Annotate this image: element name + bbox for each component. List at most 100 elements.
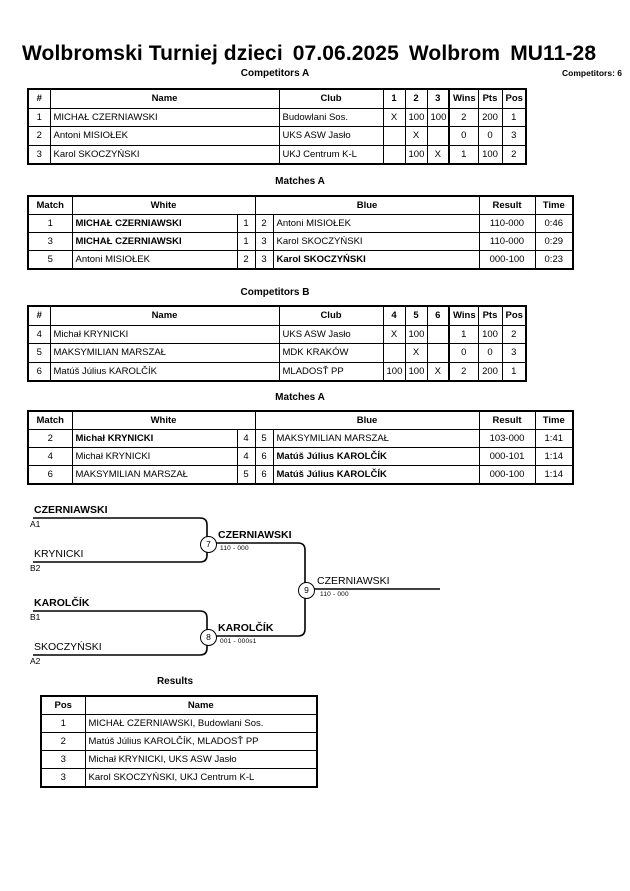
- cell-name: MICHAŁ CZERNIAWSKI: [49, 107, 280, 127]
- cell-pos: 2: [501, 324, 527, 344]
- col-result: Result: [478, 195, 536, 215]
- cell-result: 110-000: [478, 214, 536, 233]
- cell-result: 000-100: [478, 465, 536, 485]
- cell-vs-3: [426, 126, 450, 146]
- matches-table-b: Match White Blue Result Time 2 Michał KR…: [27, 410, 575, 485]
- competitors-table-b: # Name Club 4 5 6 Wins Pts Pos 4 Michał …: [27, 305, 527, 382]
- cell-name: Karol SKOCZYŃSKI, UKJ Centrum K-L: [84, 768, 318, 788]
- cell-time: 0:29: [534, 232, 574, 251]
- table-row: 4 Michał KRYNICKI UKS ASW Jasło X 100 1 …: [27, 324, 527, 344]
- cell-pos: 2: [40, 732, 86, 751]
- table-row: 3 MICHAŁ CZERNIAWSKI 1 3 Karol SKOCZYŃSK…: [27, 232, 574, 251]
- cell-pos: 1: [40, 714, 86, 733]
- cell-white-number: 2: [236, 250, 256, 270]
- cell-pos: 2: [501, 144, 527, 165]
- col-blue: Blue: [254, 410, 480, 430]
- table-row: 3 Karol SKOCZYŃSKI, UKJ Centrum K-L: [40, 768, 318, 788]
- cell-wins: 2: [448, 361, 479, 382]
- cell-result: 000-100: [478, 250, 536, 270]
- col-white: White: [71, 195, 256, 215]
- cell-number: 5: [27, 343, 51, 363]
- table-header-row: # Name Club 1 2 3 Wins Pts Pos: [27, 88, 527, 109]
- col-club: Club: [278, 305, 384, 326]
- cell-pos: 1: [501, 361, 527, 382]
- cell-result: 000-101: [478, 447, 536, 466]
- col-result: Result: [478, 410, 536, 430]
- table-row: 2 Michał KRYNICKI 4 5 MAKSYMILIAN MARSZA…: [27, 429, 574, 448]
- cell-name: Antoni MISIOŁEK: [49, 126, 280, 146]
- cell-match-number: 3: [27, 232, 73, 251]
- cell-vs-5: X: [404, 343, 428, 363]
- table-row: 6 MAKSYMILIAN MARSZAŁ 5 6 Matúš Július K…: [27, 465, 574, 485]
- cell-match-number: 5: [27, 250, 73, 270]
- cell-wins: 2: [448, 107, 479, 127]
- matches-table-a: Match White Blue Result Time 1 MICHAŁ CZ…: [27, 195, 575, 270]
- cell-wins: 1: [448, 324, 479, 344]
- bracket-entry-name: KRYNICKI: [34, 548, 84, 560]
- cell-result: 103-000: [478, 429, 536, 448]
- col-opp-1: 1: [382, 88, 406, 109]
- cell-club: UKS ASW Jasło: [278, 126, 384, 146]
- cell-white-name: MICHAŁ CZERNIAWSKI: [71, 232, 238, 251]
- cell-pos: 1: [501, 107, 527, 127]
- col-blue: Blue: [254, 195, 480, 215]
- cell-club: MLADOSŤ PP: [278, 361, 384, 382]
- col-opp-5: 5: [404, 305, 428, 326]
- col-name: Name: [84, 695, 318, 715]
- competitors-count: Competitors: 6: [562, 68, 622, 78]
- col-opp-6: 6: [426, 305, 450, 326]
- col-pts: Pts: [477, 305, 503, 326]
- cell-vs-5: 100: [404, 361, 428, 382]
- cell-pts: 100: [477, 324, 503, 344]
- title-city: Wolbrom: [408, 42, 501, 65]
- bracket-final-winner-name: CZERNIAWSKI: [317, 575, 390, 587]
- cell-name: Matúš Július KAROLČÍK: [49, 361, 280, 382]
- cell-white-name: Antoni MISIOŁEK: [71, 250, 238, 270]
- col-match: Match: [27, 410, 73, 430]
- cell-blue-number: 5: [254, 429, 274, 448]
- cell-blue-number: 3: [254, 250, 274, 270]
- cell-pts: 0: [477, 343, 503, 363]
- table-row: 5 MAKSYMILIAN MARSZAŁ MDK KRAKÓW X 0 0 3: [27, 343, 527, 363]
- col-match: Match: [27, 195, 73, 215]
- col-name: Name: [49, 88, 280, 109]
- cell-name: MAKSYMILIAN MARSZAŁ: [49, 343, 280, 363]
- table-header-row: Match White Blue Result Time: [27, 410, 574, 430]
- cell-vs-6: X: [426, 361, 450, 382]
- col-pos: Pos: [501, 305, 527, 326]
- cell-number: 2: [27, 126, 51, 146]
- bracket-winner-name: CZERNIAWSKI: [218, 529, 292, 541]
- bracket-final-score: 110 - 000: [320, 591, 349, 598]
- bracket-match-number: 9: [298, 582, 315, 599]
- cell-name: Matúš Július KAROLČÍK, MLADOSŤ PP: [84, 732, 318, 751]
- cell-white-name: Michał KRYNICKI: [71, 429, 238, 448]
- col-club: Club: [278, 88, 384, 109]
- cell-pts: 200: [477, 361, 503, 382]
- cell-vs-6: [426, 324, 450, 344]
- cell-vs-1: [382, 144, 406, 165]
- title-category: MU11-28: [510, 42, 597, 65]
- col-pts: Pts: [477, 88, 503, 109]
- cell-pos: 3: [501, 343, 527, 363]
- bracket-entry-seed: A2: [30, 656, 41, 666]
- cell-wins: 0: [448, 343, 479, 363]
- col-name: Name: [49, 305, 280, 326]
- cell-vs-4: 100: [382, 361, 406, 382]
- bracket-match-number: 7: [200, 536, 217, 553]
- cell-blue-number: 6: [254, 465, 274, 485]
- cell-vs-5: 100: [404, 324, 428, 344]
- cell-name: MICHAŁ CZERNIAWSKI, Budowlani Sos.: [84, 714, 318, 733]
- competitors-table-a: # Name Club 1 2 3 Wins Pts Pos 1 MICHAŁ …: [27, 88, 527, 165]
- col-white: White: [71, 410, 256, 430]
- bracket-entry-name: SKOCZYŃSKI: [34, 641, 102, 653]
- bracket-match-number: 8: [200, 629, 217, 646]
- bracket-entry-name: KAROLČÍK: [34, 597, 90, 609]
- cell-white-name: MICHAŁ CZERNIAWSKI: [71, 214, 238, 233]
- cell-name: Michał KRYNICKI: [49, 324, 280, 344]
- cell-result: 110-000: [478, 232, 536, 251]
- cell-club: MDK KRAKÓW: [278, 343, 384, 363]
- section-caption-competitors-a: Competitors A: [240, 68, 310, 79]
- cell-blue-number: 2: [254, 214, 274, 233]
